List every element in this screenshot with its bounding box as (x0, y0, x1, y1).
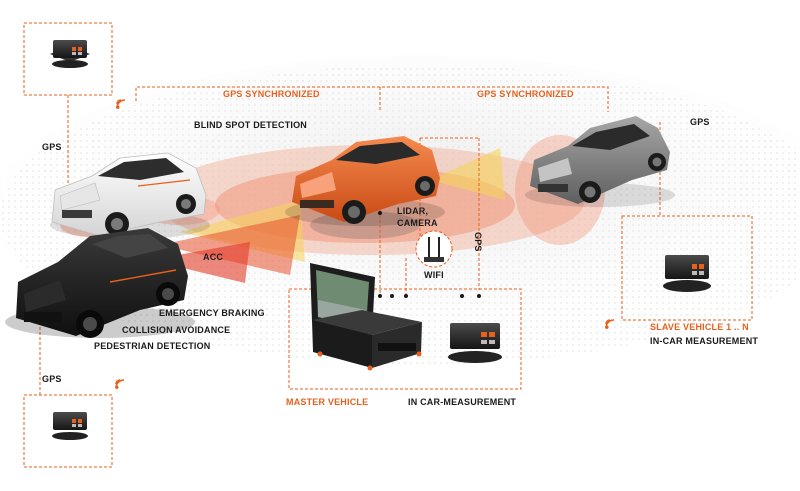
wifi-label: WIFI (424, 270, 444, 280)
pedestrian-detection-label: PEDESTRIAN DETECTION (94, 341, 211, 351)
gps-synchronized-left-label: GPS SYNCHRONIZED (223, 89, 320, 99)
master-vehicle-label: MASTER VEHICLE (286, 397, 369, 407)
gps-synchronized-right-label: GPS SYNCHRONIZED (477, 89, 574, 99)
gps-device-icon (448, 323, 502, 363)
sync-connectors (39, 86, 661, 395)
slave-vehicle-car (525, 116, 675, 207)
acc-label: ACC (203, 252, 224, 262)
white-car (50, 152, 210, 239)
camera-label: CAMERA (397, 218, 438, 228)
measurement-rack-icon (312, 310, 422, 371)
gps-top-right-label: GPS (690, 117, 710, 127)
gps-vertical-label: GPS (473, 232, 483, 252)
device-box-frames (23, 22, 753, 468)
emergency-braking-label: EMERGENCY BRAKING (159, 308, 265, 318)
master-vehicle-car (285, 136, 445, 226)
in-car-measurement-label: IN CAR-MEASUREMENT (408, 397, 517, 407)
gps-device-icon (663, 255, 711, 292)
slave-vehicle-label: SLAVE VEHICLE 1 .. N (650, 322, 749, 332)
wifi-signal-icon (115, 99, 615, 389)
master-vehicle-box (288, 288, 522, 390)
slave-vehicle-box (621, 215, 753, 321)
slave-in-car-measurement-label: IN-CAR MEASUREMENT (650, 336, 759, 346)
collision-avoidance-label: COLLISION AVOIDANCE (122, 325, 231, 335)
lidar-label: LIDAR, (397, 206, 429, 216)
gps-device-icon (50, 40, 90, 68)
wifi-antenna-icon (415, 230, 453, 268)
gps-device-icon (52, 412, 88, 440)
gps-top-left-label: GPS (42, 142, 62, 152)
gps-box-bottom-left (23, 394, 113, 468)
blind-spot-detection-label: BLIND SPOT DETECTION (194, 120, 308, 130)
gps-bottom-left-label: GPS (42, 374, 62, 384)
dark-car (5, 228, 195, 338)
